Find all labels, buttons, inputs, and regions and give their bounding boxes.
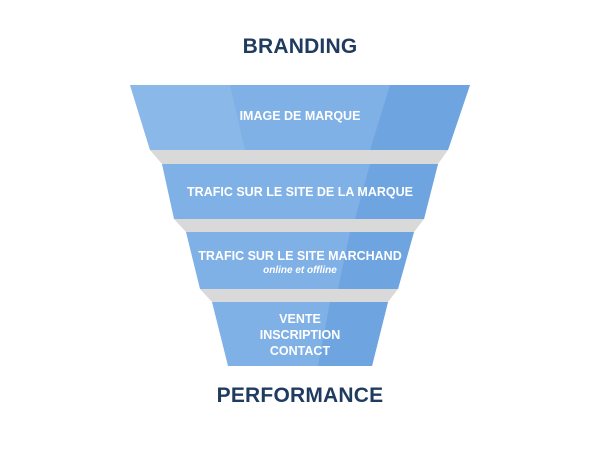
stage-3-sublabel: online et offline [263, 265, 337, 276]
connector-band-1 [150, 150, 448, 164]
stage-4-line-1: VENTE [279, 312, 321, 326]
connector-band-3 [200, 289, 398, 302]
stage-4-line-3: CONTACT [269, 344, 331, 358]
stage-4-line-2: INSCRIPTION [259, 328, 341, 342]
stage-3-label: TRAFIC SUR LE SITE MARCHAND [198, 249, 402, 263]
stage-2-label: TRAFIC SUR LE SITE DE LA MARQUE [187, 185, 413, 199]
stage-1-label: IMAGE DE MARQUE [239, 109, 361, 123]
funnel-stage-4-shade [318, 302, 388, 366]
funnel-stage-3-shade [338, 232, 414, 289]
branding-heading: BRANDING [242, 35, 358, 58]
performance-heading: PERFORMANCE [216, 384, 384, 407]
connector-band-2 [174, 219, 424, 232]
funnel-stage-2-shade [355, 164, 438, 219]
funnel-stage-1-shade [370, 85, 470, 150]
funnel-stage-1-highlight [130, 85, 245, 150]
stage-3-text: TRAFIC SUR LE SITE MARCHAND online et of… [0, 248, 600, 277]
stage-4-text: VENTE INSCRIPTION CONTACT [0, 311, 600, 359]
